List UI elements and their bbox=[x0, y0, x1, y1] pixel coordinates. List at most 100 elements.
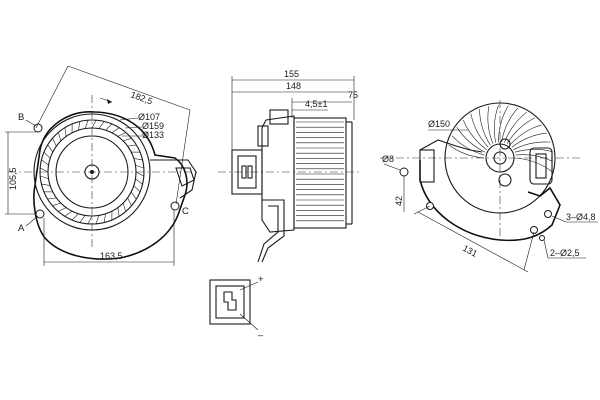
shaft-hub bbox=[84, 164, 100, 180]
side-pin-2 bbox=[247, 165, 253, 179]
rear-spoke bbox=[456, 127, 486, 153]
rear-spoke bbox=[506, 117, 535, 144]
mount-lug-c bbox=[170, 201, 180, 211]
rotor-blade bbox=[47, 144, 54, 153]
rear-spoke bbox=[451, 135, 485, 156]
connector-key bbox=[223, 291, 237, 311]
rotor-blade bbox=[95, 215, 100, 224]
rear-spoke bbox=[470, 113, 489, 148]
connector-detail: + – bbox=[209, 274, 264, 341]
rotor-blade bbox=[78, 121, 81, 131]
rear-boss-top bbox=[499, 138, 511, 150]
rotor-blade bbox=[71, 213, 79, 221]
leader-107 bbox=[119, 117, 139, 121]
rotor-blade bbox=[58, 207, 67, 212]
rear-spoke bbox=[514, 149, 553, 153]
rear-mount-lower bbox=[530, 226, 538, 234]
rotor-blade bbox=[133, 185, 141, 193]
motor-cap bbox=[269, 109, 289, 125]
rear-left-arm bbox=[419, 139, 483, 153]
rear-spoke bbox=[487, 106, 494, 144]
rear-hub-inner bbox=[493, 151, 507, 165]
dim-line-182-5 bbox=[67, 65, 191, 111]
rear-box bbox=[529, 147, 553, 185]
rotor-inner-ring bbox=[55, 135, 129, 209]
dim-148: 148 bbox=[286, 81, 301, 91]
rotor-blade bbox=[127, 197, 132, 206]
rotor-blade bbox=[135, 178, 143, 185]
dim-2-2-5: 2–Ø2,5 bbox=[550, 248, 580, 258]
side-bracket-inner bbox=[257, 205, 279, 263]
rear-pin-1 bbox=[539, 235, 545, 241]
rotor-blade bbox=[43, 151, 51, 159]
motor-tab bbox=[257, 125, 269, 147]
rotor-blade bbox=[127, 144, 137, 147]
dim-150: Ø150 bbox=[428, 119, 450, 129]
side-view: 155 148 75 4,5±1 bbox=[218, 69, 360, 263]
rotor-blade bbox=[111, 127, 120, 134]
leader-plus bbox=[239, 281, 259, 291]
side-connector-inner bbox=[237, 155, 257, 189]
rear-spoke bbox=[509, 124, 542, 146]
rear-spoke bbox=[498, 105, 509, 143]
rotor-blade bbox=[91, 120, 97, 129]
rear-mount-8 bbox=[399, 167, 409, 177]
wheel-fins bbox=[296, 121, 344, 222]
rotor-blade bbox=[135, 164, 144, 169]
rear-boss bbox=[498, 173, 512, 187]
rotation-arrow-head bbox=[107, 99, 112, 104]
rear-spoke bbox=[448, 144, 485, 159]
leader-a bbox=[25, 215, 39, 227]
wheel-side bbox=[293, 117, 347, 229]
rear-spokes bbox=[448, 104, 554, 172]
rotor-blade bbox=[40, 175, 49, 180]
rotor-blade bbox=[122, 203, 127, 212]
rear-wheel bbox=[444, 102, 556, 214]
rear-spoke bbox=[479, 109, 491, 146]
rear-mount-right bbox=[544, 210, 552, 218]
dim-75: 75 bbox=[348, 90, 358, 100]
rotor-blade bbox=[135, 171, 144, 177]
leader-3-4-8 bbox=[551, 215, 567, 223]
rotor-blade bbox=[41, 159, 49, 166]
side-pin-1 bbox=[241, 165, 247, 179]
label-c: C bbox=[182, 206, 189, 217]
rear-spoke bbox=[504, 111, 527, 143]
dim-line-131 bbox=[417, 211, 529, 273]
rotor-blade bbox=[105, 123, 113, 131]
rotor-ring-159 bbox=[39, 119, 145, 225]
rotor-blade bbox=[133, 158, 143, 161]
rotor-blade bbox=[52, 138, 57, 147]
leader-b bbox=[25, 119, 37, 127]
ext-line-182-5-a bbox=[35, 65, 69, 129]
rotor-blade bbox=[79, 215, 86, 223]
connector-inner bbox=[215, 285, 245, 319]
rear-spoke bbox=[515, 157, 552, 172]
rear-left-block bbox=[419, 149, 435, 183]
rotor-blade bbox=[103, 213, 106, 223]
dim-155: 155 bbox=[284, 69, 299, 79]
rotor-blade bbox=[40, 167, 49, 173]
dim-133: Ø133 bbox=[142, 130, 164, 140]
plus-terminal: + bbox=[258, 274, 264, 285]
dim-131: 131 bbox=[461, 243, 479, 259]
rear-view: Ø150 Ø8 42 131 3–Ø4,8 2–Ø2,5 bbox=[380, 100, 598, 273]
rotor-blade bbox=[98, 121, 105, 129]
rear-box-inner bbox=[535, 153, 547, 179]
housing-outlet bbox=[150, 159, 197, 199]
rotor-blade bbox=[130, 191, 137, 200]
dim-182-5: 182,5 bbox=[129, 89, 154, 106]
ext-131-b bbox=[523, 231, 535, 271]
rotor-blade bbox=[41, 183, 51, 186]
rotor-outer-ring bbox=[33, 113, 151, 231]
rotor-blade bbox=[87, 215, 93, 224]
housing-outline bbox=[33, 111, 188, 260]
rotor-blade bbox=[47, 197, 57, 200]
rear-spoke bbox=[515, 154, 554, 162]
minus-terminal: – bbox=[258, 330, 264, 341]
dim-159: Ø159 bbox=[142, 121, 164, 131]
rotor-blade bbox=[117, 132, 126, 137]
rotor-blade bbox=[117, 207, 120, 217]
ext-131-a bbox=[413, 205, 431, 215]
